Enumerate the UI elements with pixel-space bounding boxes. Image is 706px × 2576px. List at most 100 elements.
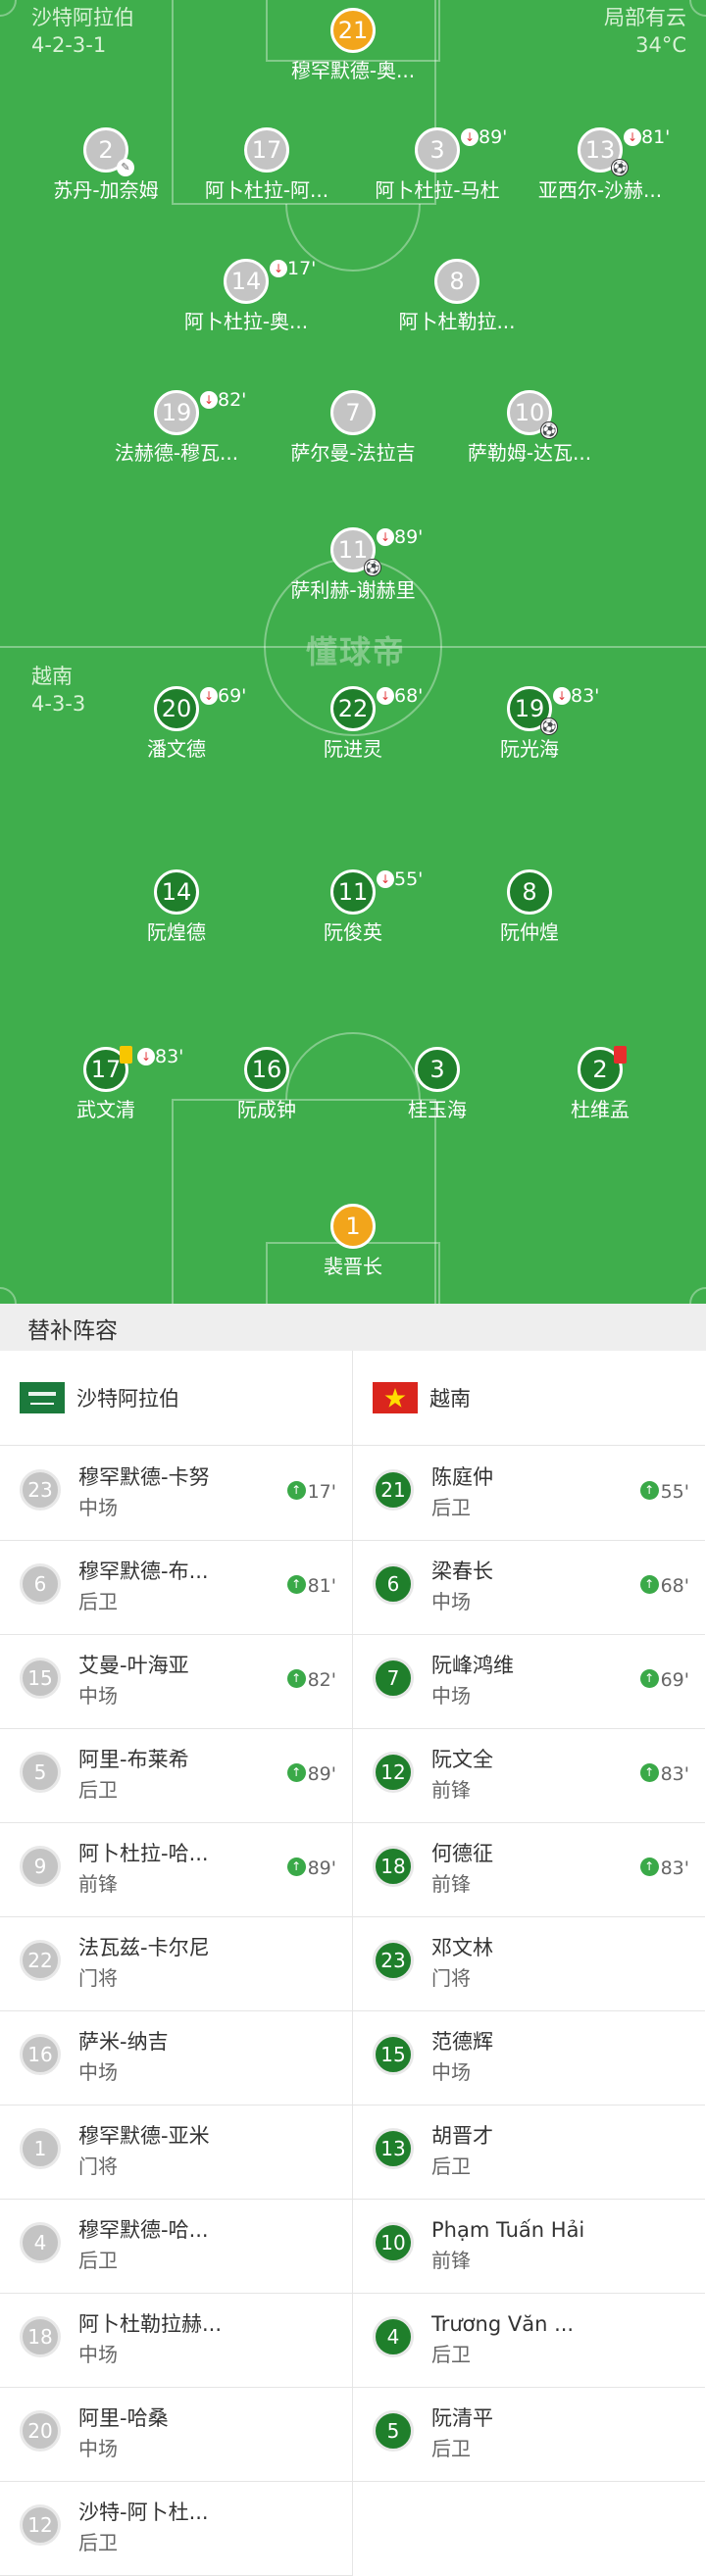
player-marker[interactable]: 10⚽萨勒姆-达瓦... (436, 390, 623, 466)
sub-player-position: 前锋 (431, 1872, 471, 1896)
player-marker[interactable]: 11↓89'⚽萨利赫-谢赫里 (260, 526, 446, 603)
player-marker[interactable]: 19↓82'法赫德-穆瓦... (83, 389, 270, 466)
sub-out-icon: ↓ (270, 260, 287, 277)
player-name: 阿卜杜勒拉... (398, 310, 516, 333)
ball-icon: ⚽ (611, 159, 629, 176)
substitution-out-event: ↓69' (200, 685, 246, 707)
sub-in-icon: ↑ (639, 1575, 659, 1594)
home-formation: 4-2-3-1 (31, 33, 107, 57)
sub-player-name: 阮峰鸿维 (431, 1654, 514, 1677)
sub-player-position: 门将 (431, 1966, 471, 1990)
substitution-out-event: ↓17' (270, 258, 316, 279)
sub-in-event: ↑55' (639, 1481, 689, 1503)
player-number-badge: 1 (330, 1204, 376, 1249)
player-number-badge: 3 (415, 1047, 460, 1092)
player-marker[interactable]: 13↓81'⚽亚西尔-沙赫... (507, 126, 693, 203)
player-marker[interactable]: 20↓69'潘文德 (83, 685, 270, 762)
player-marker[interactable]: 3↓89'阿卜杜拉-马杜 (344, 126, 530, 203)
weather-info: 局部有云 34°C (604, 4, 686, 59)
player-number-badge: 8 (434, 259, 479, 304)
player-number-badge: 19↓83'⚽ (507, 685, 599, 735)
sub-in-minute: 83' (660, 1763, 689, 1785)
sub-in-icon: ↑ (639, 1481, 659, 1500)
sub-in-minute: 89' (307, 1763, 336, 1785)
away-team-name: 越南 (31, 665, 73, 688)
sub-player-position: 中场 (78, 2437, 118, 2460)
sub-out-minute: 55' (394, 868, 424, 890)
sub-number-badge: 7 (373, 1658, 414, 1699)
player-marker[interactable]: 19↓83'⚽阮光海 (436, 685, 623, 762)
player-marker[interactable]: 8 阿卜杜勒拉... (364, 259, 550, 334)
sub-in-event: ↑89' (286, 1858, 336, 1879)
home-team-name: 沙特阿拉伯 (31, 6, 134, 29)
player-marker[interactable]: 2✎苏丹-加奈姆 (13, 127, 199, 203)
player-marker[interactable]: 11↓55'阮俊英 (260, 868, 446, 945)
player-marker[interactable]: 22↓68'阮进灵 (260, 685, 446, 762)
sub-in-event: ↑83' (639, 1763, 689, 1785)
sub-player-position: 后卫 (78, 1590, 118, 1613)
yellow-card-icon (120, 1046, 132, 1064)
player-number-badge: 16 (244, 1047, 289, 1092)
ball-icon: ⚽ (364, 559, 381, 576)
sub-player-position: 中场 (78, 2343, 118, 2366)
sub-player-name: 陈庭仲 (431, 1465, 493, 1489)
player-name: 潘文德 (147, 737, 206, 761)
sub-player-position: 中场 (431, 1590, 471, 1613)
player-marker[interactable]: 17↓83'武文清 (13, 1046, 199, 1122)
sub-out-icon: ↓ (200, 687, 218, 705)
sub-in-event: ↑83' (639, 1858, 689, 1879)
sub-number-badge: 4 (373, 2316, 414, 2357)
player-name: 阮光海 (500, 737, 559, 761)
sub-out-icon: ↓ (200, 391, 218, 409)
player-marker[interactable]: 14↓17'阿卜杜拉-奥... (153, 258, 339, 334)
sub-out-icon: ↓ (377, 687, 394, 705)
sub-out-icon: ↓ (377, 528, 394, 546)
substitution-out-event: ↓82' (200, 389, 246, 411)
substitution-out-event: ↓83' (553, 685, 599, 707)
ball-icon: ⚽ (540, 421, 558, 439)
player-name: 亚西尔-沙赫... (537, 178, 663, 202)
sub-player-name: 阿里-哈桑 (78, 2406, 169, 2430)
sub-number-badge: 21 (373, 1469, 414, 1511)
sub-number-badge: 12 (20, 2504, 61, 2546)
sub-out-minute: 83' (571, 685, 600, 707)
sub-in-event: ↑17' (286, 1481, 336, 1503)
player-name: 穆罕默德-奥... (290, 59, 416, 82)
substitution-out-event: ↓89' (377, 526, 423, 548)
player-name: 阿卜杜拉-阿... (204, 178, 329, 202)
substitution-out-event: ↓68' (377, 685, 423, 707)
player-number-badge: 8 (507, 869, 552, 915)
